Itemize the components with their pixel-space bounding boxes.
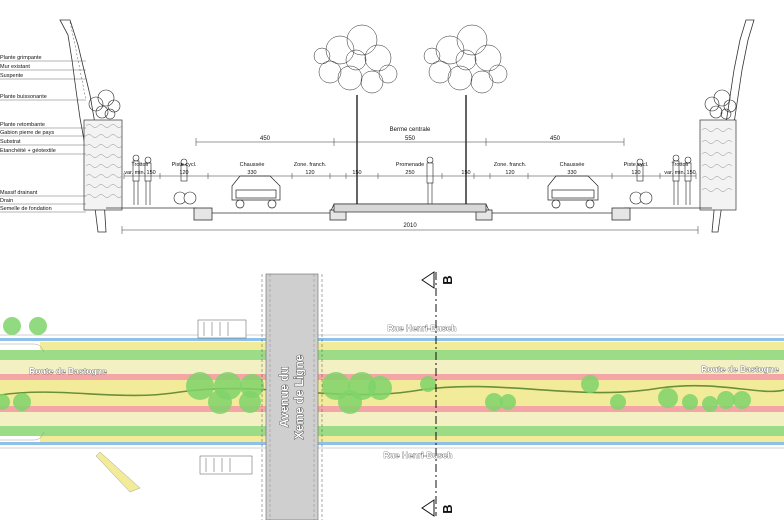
band-yellow-top [40,342,784,350]
dim-center: 550 [405,136,416,142]
zone-name: Chaussée [560,162,585,168]
legend-label: Plante buissonante [0,94,47,100]
dimension-top: 450 550 450 Berme centrale [195,127,625,146]
car-left [231,175,281,209]
tree-left [313,24,398,204]
zone-name: Trottoir [671,162,688,168]
legend-label: Plante retombante [0,122,45,128]
plan-tree [420,376,436,392]
right-wall [699,19,755,233]
car-right [547,175,599,209]
total-width: 2010 [403,223,417,229]
dim-right: 450 [550,136,561,142]
pedestrians [132,154,692,205]
tree-right [423,24,508,204]
dim-left: 450 [260,136,271,142]
zone-width: 120 [179,170,188,176]
legend-label: Drain [0,198,13,204]
zone-name: Piste cycl. [624,162,649,168]
legend-label: Etanchéité + géotextile [0,148,56,154]
dimension-total: 2010 [121,223,699,234]
avenue-label-2: Xeme de Ligne [292,354,306,439]
left-bush [88,89,121,120]
band-red-top [0,374,784,380]
zone-name: Chaussée [240,162,265,168]
plan-tree [368,376,392,400]
plan-tree [500,394,516,410]
zone-name: Trottoir [131,162,148,168]
plan-tree [186,372,214,400]
plan-tree [610,394,626,410]
band-blue-top [0,338,784,341]
plan-trees [0,317,751,414]
berme-label: Berme centrale [390,127,431,133]
band-blue-bottom [0,442,784,445]
zone-width: 120 [631,170,640,176]
plan-tree [208,390,232,414]
zone-width: 150 [461,170,470,176]
section-line-b: B B [421,271,455,517]
zone-width: var. min. 150 [124,170,156,176]
plan-tree [239,391,261,413]
right-bush [704,89,737,120]
left-wall [59,19,123,233]
zone-width: 120 [505,170,514,176]
legend-label: Mur existant [0,64,30,70]
plan-tree [702,396,718,412]
plan-tree [338,390,362,414]
plan-tree [733,391,751,409]
legend-label: Massif drainant [0,190,38,196]
zone-name: Zone. franch. [294,162,327,168]
avenue-label-1: Avenue du [277,367,291,428]
legend-label: Substrat [0,139,21,145]
section-mark-bottom: B [440,504,455,513]
band-road-bottom [0,412,784,426]
avenue-xeme: Avenue du Xeme de Ligne [261,273,323,520]
road-right-label: Route de Bastogne [701,364,779,374]
legend-label: Gabion pierre de pays [0,130,54,136]
zone-name: Zone. franch. [494,162,527,168]
street-bottom-label: Rue Henri-Busch [384,450,453,460]
band-green-bottom [0,426,784,436]
zone-width: 250 [405,170,414,176]
plan-tree [29,317,47,335]
median-path [0,384,784,397]
band-green-top [0,350,784,360]
road-left-label: Route de Bastogne [29,366,107,376]
zone-width: 330 [567,170,576,176]
zone-width: var. min. 150 [664,170,696,176]
plan-tree [581,375,599,393]
band-red-bottom [0,406,784,412]
band-road-top [0,360,784,374]
legend-label: Semelle de fondation [0,206,52,212]
zone-width: 150 [352,170,361,176]
band-yellow-bottom [40,436,784,442]
plan-tree [13,393,31,411]
zone-name: Promenade [396,162,424,168]
plan-tree [717,391,735,409]
road-edges [0,334,784,493]
plan-structures [197,319,253,475]
zone-width: 120 [305,170,314,176]
legend-label: Plante grimpante [0,55,42,61]
plan-tree [682,394,698,410]
ground [106,203,712,221]
legend-label: Suspente [0,73,23,79]
zone-labels: Trottoir var. min. 150 Piste cycl. 120 Chaus… [123,162,697,179]
plan-tree [3,317,21,335]
plan-view: Avenue du Xeme de Ligne Rue Henri-Busch … [0,271,784,520]
plan-tree [658,388,678,408]
zone-name: Piste cycl. [172,162,197,168]
plan-tree [485,393,503,411]
zone-width: 330 [247,170,256,176]
plan-tree [0,394,10,410]
section-mark-top: B [440,275,455,284]
street-top-label: Rue Henri-Busch [388,323,457,333]
